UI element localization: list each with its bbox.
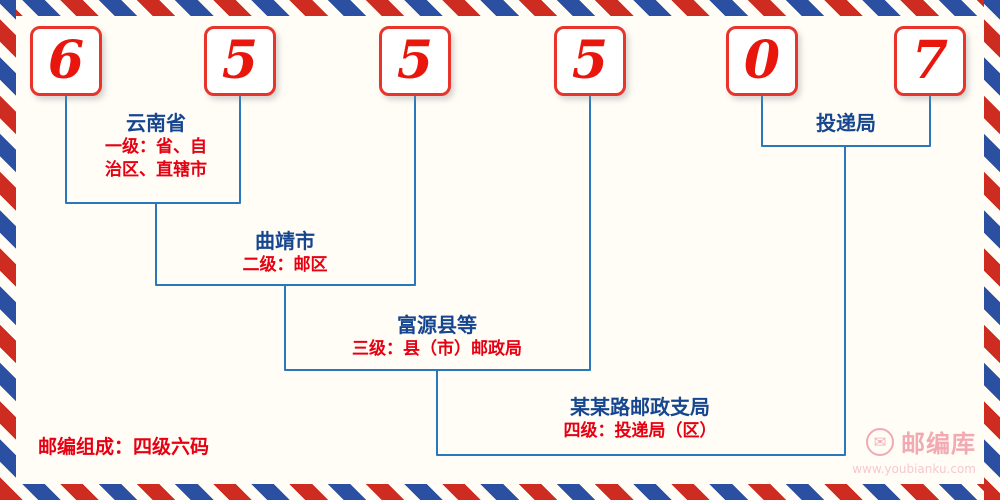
level-1-desc-line-1: 一级：省、自	[105, 137, 207, 157]
airmail-border-top	[0, 0, 1000, 16]
digit-3: 5	[396, 30, 434, 91]
level-1-name: 云南省	[126, 111, 186, 135]
site-url[interactable]: www.youbianku.com	[852, 462, 976, 476]
site-logo[interactable]: ✉ 邮编库 www.youbianku.com	[852, 424, 976, 476]
airmail-border-left	[0, 0, 16, 500]
level-3-name: 富源县等	[397, 313, 477, 337]
composition-note: 邮编组成：四级六码	[38, 436, 210, 458]
digit-box-3: 5	[379, 26, 451, 96]
level-2-desc: 二级：邮区	[242, 255, 328, 275]
level-4-desc: 四级：投递局（区）	[563, 421, 717, 441]
level-1-label: 云南省 一级：省、自 治区、直辖市	[105, 110, 207, 182]
digit-5: 0	[743, 30, 781, 91]
digit-1: 6	[47, 30, 85, 91]
digit-box-2: 5	[204, 26, 276, 96]
digit-6: 7	[911, 30, 949, 91]
digit-box-1: 6	[30, 26, 102, 96]
level-4-name: 某某路邮政支局	[570, 395, 710, 419]
digit-box-5: 0	[726, 26, 798, 96]
connector-level-1	[65, 95, 241, 204]
delivery-office-label: 投递局	[816, 110, 876, 136]
digit-box-6: 7	[894, 26, 966, 96]
connector-level-4	[436, 145, 846, 456]
delivery-office-name: 投递局	[816, 111, 876, 135]
airmail-border-right	[984, 0, 1000, 500]
site-name: 邮编库	[901, 430, 976, 458]
level-4-label: 某某路邮政支局 四级：投递局（区）	[564, 394, 717, 443]
connector-delivery-bracket	[761, 95, 931, 147]
envelope-icon: ✉	[866, 427, 894, 456]
level-3-label: 富源县等 三级：县（市）邮政局	[352, 312, 522, 361]
level-3-desc: 三级：县（市）邮政局	[352, 339, 522, 359]
digit-2: 5	[221, 30, 259, 91]
digit-box-4: 5	[554, 26, 626, 96]
level-2-label: 曲靖市 二级：邮区	[243, 228, 328, 277]
level-1-desc-line-2: 治区、直辖市	[105, 160, 207, 180]
digit-4: 5	[571, 30, 609, 91]
level-2-name: 曲靖市	[255, 229, 315, 253]
airmail-border-bottom	[0, 484, 1000, 500]
